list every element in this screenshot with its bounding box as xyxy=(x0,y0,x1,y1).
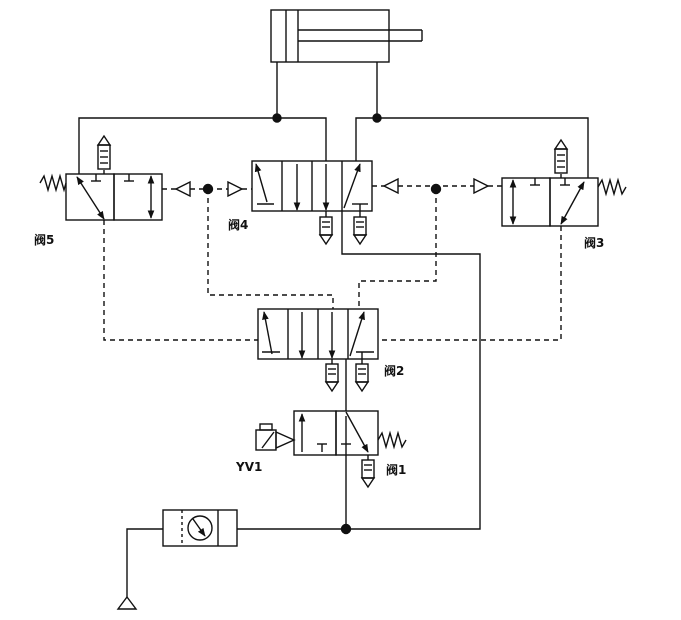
air-service-unit xyxy=(116,509,352,610)
valve-4 xyxy=(251,160,481,530)
pilot-lines-lower xyxy=(103,220,562,341)
valve-5 xyxy=(39,134,163,221)
valve5-label: 阀5 xyxy=(34,233,55,247)
pneumatic-cylinder xyxy=(270,9,423,63)
valve2-label: 阀2 xyxy=(384,364,405,378)
pilot-right xyxy=(358,177,502,309)
valve3-label: 阀3 xyxy=(584,236,605,250)
cylinder-pipes xyxy=(78,62,589,178)
valve-1 xyxy=(255,410,407,529)
valve-2 xyxy=(257,308,379,411)
valve4-label: 阀4 xyxy=(228,218,249,232)
solenoid-label: YV1 xyxy=(236,460,263,474)
valve-3 xyxy=(501,138,627,227)
valve1-label: 阀1 xyxy=(386,463,407,477)
pilot-left xyxy=(162,180,334,309)
